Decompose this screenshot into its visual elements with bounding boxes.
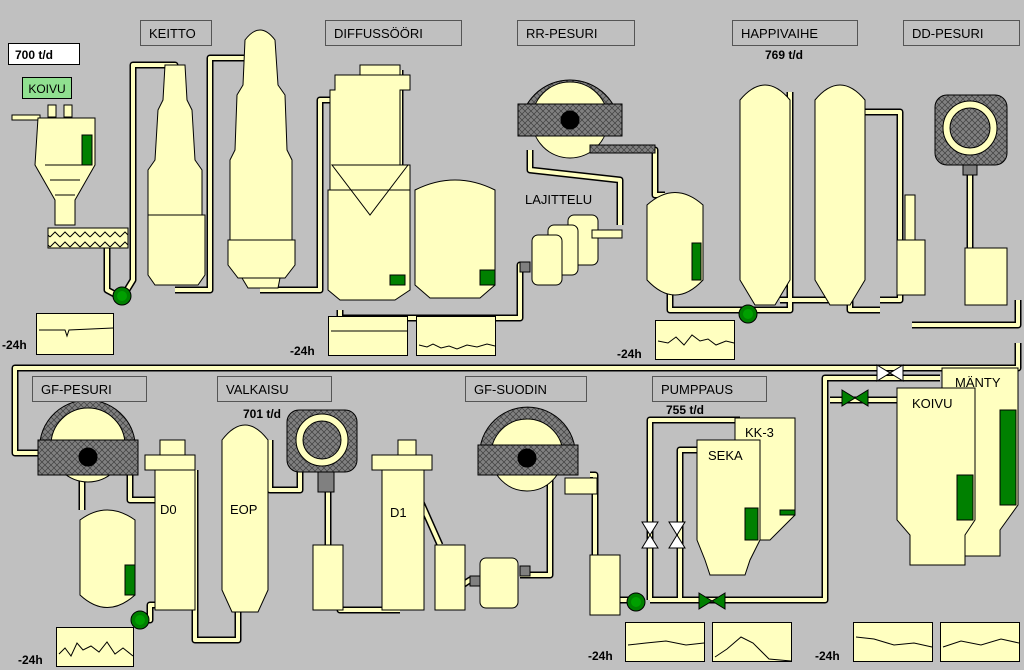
seka-label: SEKA bbox=[708, 448, 743, 463]
section-dd-pesuri: DD-PESURI bbox=[903, 20, 1020, 46]
valkaisu-production: 701 t/d bbox=[243, 407, 282, 421]
trend-period-5: -24h bbox=[588, 649, 613, 663]
pipes-top-fill bbox=[105, 56, 1020, 327]
trend-period-3: -24h bbox=[617, 347, 642, 361]
trend-gf-tank[interactable] bbox=[56, 627, 134, 667]
section-keitto: KEITTO bbox=[140, 20, 212, 46]
trend-diffuser[interactable] bbox=[328, 316, 408, 356]
chip-bin-level bbox=[81, 134, 93, 166]
gf-tank[interactable] bbox=[79, 509, 136, 608]
section-valkaisu: VALKAISU bbox=[217, 376, 332, 402]
trend-manty[interactable] bbox=[940, 622, 1020, 662]
seka-level bbox=[744, 507, 759, 541]
trend-koivu[interactable] bbox=[853, 622, 933, 662]
koivu-tank-label: KOIVU bbox=[912, 396, 953, 411]
digester[interactable] bbox=[227, 29, 296, 289]
manty-level bbox=[999, 409, 1017, 506]
o2-feed-level bbox=[691, 242, 702, 281]
valkaisu-washer[interactable] bbox=[286, 409, 358, 493]
dd-tanks[interactable] bbox=[896, 194, 1008, 306]
o2-feed-tank[interactable] bbox=[646, 192, 704, 296]
trend-period-6: -24h bbox=[815, 649, 840, 663]
oxygen-reactors[interactable] bbox=[739, 84, 866, 306]
section-gf-suodin: GF-SUODIN bbox=[465, 376, 587, 402]
wood-type-badge[interactable]: KOIVU bbox=[22, 77, 72, 99]
seka-tank[interactable] bbox=[696, 439, 761, 576]
trend-pumppaus-2[interactable] bbox=[712, 622, 792, 662]
screening[interactable] bbox=[519, 214, 623, 286]
pump-4[interactable] bbox=[626, 592, 646, 612]
section-diffussoori: DIFFUSSÖÖRI bbox=[325, 20, 462, 46]
koivu-level bbox=[956, 474, 974, 521]
d1-label: D1 bbox=[390, 505, 407, 520]
d0-label: D0 bbox=[160, 502, 177, 517]
chip-bin[interactable] bbox=[11, 104, 129, 249]
trend-pumppaus-1[interactable] bbox=[625, 622, 705, 662]
section-rr-pesuri: RR-PESURI bbox=[517, 20, 635, 46]
gf-filter-pump[interactable] bbox=[469, 554, 621, 616]
d1-tower[interactable] bbox=[371, 439, 433, 611]
rr-washer[interactable] bbox=[517, 79, 656, 159]
eop-label: EOP bbox=[230, 502, 258, 517]
trend-period-1: -24h bbox=[2, 338, 27, 352]
trend-period-2: -24h bbox=[290, 344, 315, 358]
section-gf-pesuri: GF-PESURI bbox=[32, 376, 147, 402]
valve-kk3-b[interactable] bbox=[668, 521, 686, 549]
d1-tank[interactable] bbox=[434, 544, 466, 611]
valve-kk3-a[interactable] bbox=[641, 521, 659, 549]
dd-washer[interactable] bbox=[934, 94, 1008, 176]
pump-2[interactable] bbox=[738, 304, 758, 324]
valve-manty-inlet[interactable] bbox=[876, 364, 904, 382]
pump-3[interactable] bbox=[130, 610, 150, 630]
kk3-label: KK-3 bbox=[745, 425, 774, 440]
eop-tower[interactable] bbox=[221, 424, 269, 613]
pumppaus-production: 755 t/d bbox=[666, 403, 705, 417]
diffuser[interactable] bbox=[327, 64, 411, 301]
pump-1[interactable] bbox=[112, 286, 132, 306]
manty-label: MÄNTY bbox=[955, 375, 1001, 390]
gf-filter[interactable] bbox=[477, 406, 598, 495]
feed-production: 700 t/d bbox=[8, 43, 80, 65]
trend-o2-feed[interactable] bbox=[655, 320, 735, 360]
diffuser-level bbox=[389, 274, 406, 286]
section-happivaihe: HAPPIVAIHE bbox=[732, 20, 858, 46]
gf-washer[interactable] bbox=[37, 399, 139, 483]
trend-blow-tank[interactable] bbox=[416, 316, 496, 356]
impregnation-vessel[interactable] bbox=[147, 64, 206, 286]
blow-tank[interactable] bbox=[414, 179, 496, 299]
section-pumppaus: PUMPPAUS bbox=[652, 376, 767, 402]
d0-tower[interactable] bbox=[144, 439, 196, 611]
koivu-tank[interactable] bbox=[896, 387, 976, 566]
trend-period-4: -24h bbox=[18, 653, 43, 667]
gf-tank-level bbox=[124, 564, 136, 596]
blow-tank-level bbox=[479, 269, 496, 286]
valkaisu-tank[interactable] bbox=[312, 544, 344, 611]
valve-seka[interactable] bbox=[698, 592, 726, 610]
valve-koivu-inlet[interactable] bbox=[841, 389, 869, 407]
lajittelu-label: LAJITTELU bbox=[525, 192, 593, 207]
happivaihe-production: 769 t/d bbox=[765, 48, 804, 62]
trend-chip-bin[interactable] bbox=[36, 313, 114, 355]
